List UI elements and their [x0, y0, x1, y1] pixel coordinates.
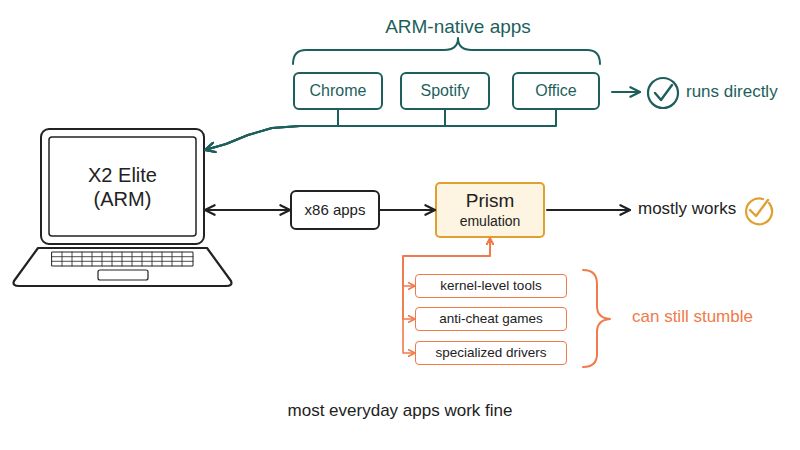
app-box: Chrome	[293, 72, 383, 110]
group-heading: ARM-native apps	[385, 16, 531, 39]
connector-arrow	[205, 110, 445, 150]
node-subtitle: emulation	[460, 213, 521, 230]
node-title: X2 Elite (ARM)	[70, 163, 175, 211]
app-box: Office	[512, 72, 600, 110]
node-title: kernel-level tools	[440, 278, 541, 294]
limitation-box: kernel-level tools	[415, 274, 567, 298]
connector-arrow	[205, 110, 556, 150]
laptop-keyboard	[52, 252, 193, 266]
emulation-box: Prismemulation	[435, 182, 545, 238]
check-circle	[746, 198, 772, 224]
connector-arrow	[205, 110, 338, 150]
outcome-note: runs directly	[686, 82, 778, 102]
node-title: Prism	[466, 190, 515, 213]
laptop-touchpad	[98, 270, 148, 280]
limitation-box: specialized drivers	[415, 341, 567, 365]
group-brace	[583, 270, 610, 367]
result-arrow	[547, 209, 630, 211]
check-mark	[655, 85, 672, 100]
laptop-base	[14, 248, 232, 286]
node-title: specialized drivers	[435, 345, 546, 361]
node-title: Chrome	[310, 81, 367, 100]
group-bracket	[293, 38, 600, 64]
result-arrow	[612, 91, 640, 93]
node-title: anti-cheat games	[439, 311, 543, 327]
check-mark	[750, 200, 768, 216]
keyboard-keys	[52, 252, 193, 266]
node-title: x86 apps	[305, 201, 366, 219]
laptop-screen: X2 Elite (ARM)	[40, 128, 205, 245]
connector-arrow	[380, 209, 435, 211]
app-box: Spotify	[400, 72, 490, 110]
connector-arrow	[205, 209, 290, 211]
node-title: Spotify	[421, 81, 470, 100]
warning-note: can still stumble	[632, 307, 753, 327]
outcome-note: mostly works	[638, 199, 736, 219]
app-box: x86 apps	[290, 190, 380, 230]
check-circle	[648, 78, 678, 108]
node-title: Office	[535, 81, 577, 100]
diagram-caption: most everyday apps work fine	[288, 401, 513, 421]
limitation-box: anti-cheat games	[415, 307, 567, 331]
